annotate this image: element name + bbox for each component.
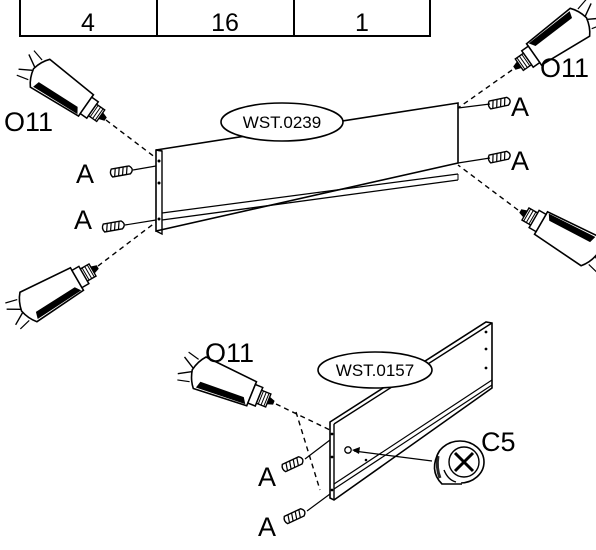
part-code: WST.0239 [243, 113, 321, 132]
table-cell: 4 [81, 9, 95, 37]
top-panel-code-bubble: WST.0239 [220, 102, 344, 142]
leader-lines [124, 103, 491, 226]
dowel-label: A [74, 205, 92, 235]
table-cell: 1 [355, 9, 369, 37]
dowel-icon [280, 455, 305, 473]
glue-label: O11 [540, 53, 589, 83]
glue-tube-icon [1, 251, 108, 333]
leader-lines [304, 439, 331, 512]
dowel-icon [109, 164, 134, 178]
table-cell: 16 [211, 9, 239, 37]
glue-label: O11 [4, 107, 53, 137]
glue-drip-lines [97, 69, 519, 267]
cam-lock-icon [352, 440, 485, 485]
dowel-label: A [258, 462, 276, 492]
glue-drip-lines [275, 403, 331, 491]
top-panel [155, 102, 459, 236]
dowel-icon [282, 507, 307, 525]
cam-label: C5 [481, 427, 516, 457]
quantity-table: 4 16 1 [19, 0, 431, 37]
dowel-icon [487, 150, 512, 164]
part-code: WST.0157 [336, 361, 414, 380]
bottom-panel-face [329, 321, 493, 501]
bottom-panel [329, 321, 493, 501]
dowel-icon [101, 219, 126, 233]
dowel-label: A [258, 512, 276, 542]
dowel-label: A [76, 159, 94, 189]
dowel-icon [487, 96, 512, 110]
dowel-label: A [511, 92, 529, 122]
bottom-panel-code-bubble: WST.0157 [317, 351, 433, 389]
glue-label: O11 [205, 338, 254, 368]
glue-tube-icon [510, 195, 596, 277]
dowel-label: A [511, 146, 529, 176]
